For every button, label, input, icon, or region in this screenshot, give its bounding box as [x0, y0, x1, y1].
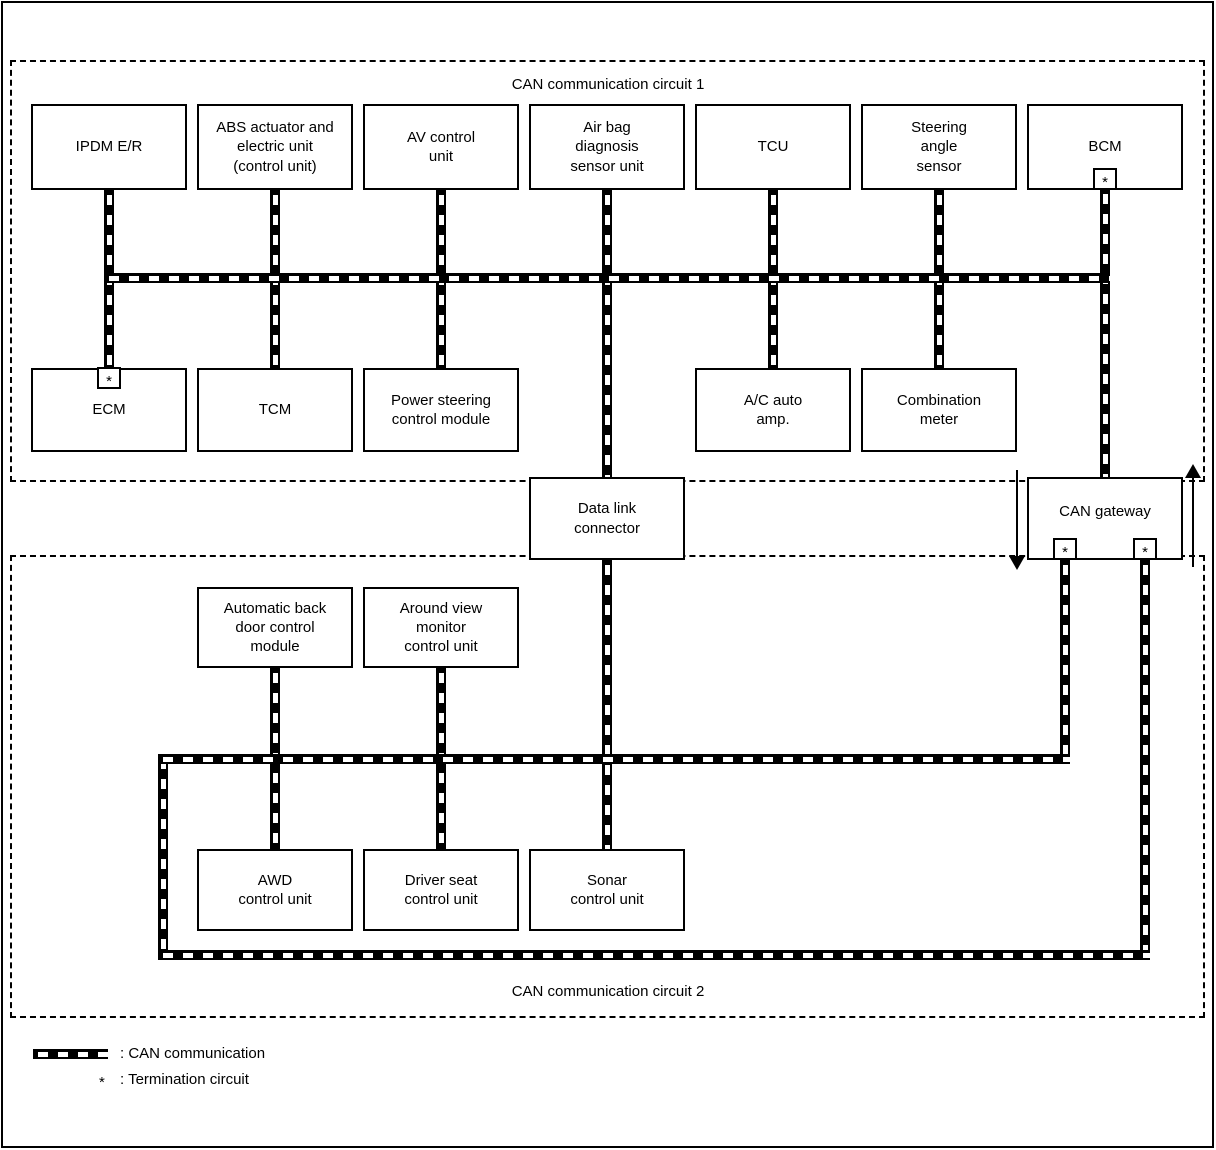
node-awd-control-unit: AWD control unit	[197, 849, 353, 931]
up-arrow-icon	[1185, 464, 1201, 478]
circuit1-title: CAN communication circuit 1	[511, 76, 705, 93]
gateway-down-arrow-stem	[1016, 470, 1018, 558]
node-label: Around view monitor control unit	[399, 599, 483, 656]
node-tcm: TCM	[197, 368, 353, 452]
node-label: AWD control unit	[238, 871, 312, 908]
node-data-link-connector: Data link connector	[529, 477, 685, 560]
node-power-steering-control-module: Power steering control module	[363, 368, 519, 452]
can-bus-circuit1	[104, 273, 1110, 283]
node-label: ECM	[92, 401, 126, 419]
node-ac-auto-amp: A/C auto amp.	[695, 368, 851, 452]
termination-marker-ecm: *	[97, 367, 121, 389]
node-label: TCU	[757, 138, 789, 156]
termination-marker-bcm: *	[1093, 168, 1117, 190]
circuit2-title: CAN communication circuit 2	[511, 983, 705, 1000]
node-label: CAN gateway	[1059, 502, 1151, 520]
gateway-up-arrow-stem	[1192, 477, 1194, 567]
node-label: TCM	[258, 401, 292, 419]
node-label: Automatic back door control module	[223, 599, 327, 656]
node-label: Steering angle sensor	[911, 119, 967, 175]
node-abs-actuator: ABS actuator and electric unit (control …	[197, 104, 353, 190]
can-line-circuit2-left	[158, 754, 168, 960]
legend-termination-label: : Termination circuit	[120, 1071, 249, 1088]
node-label: Combination meter	[896, 391, 982, 428]
can-bus-circuit2-upper	[158, 754, 1070, 764]
legend-can-swatch	[33, 1049, 108, 1059]
can-bus-circuit2-lower	[158, 950, 1150, 960]
node-av-control-unit: AV control unit	[363, 104, 519, 190]
node-tcu: TCU	[695, 104, 851, 190]
node-combination-meter: Combination meter	[861, 368, 1017, 452]
can-line-bcm-gateway	[1100, 189, 1110, 477]
node-label: AV control unit	[406, 128, 476, 165]
node-steering-angle-sensor: Steering angle sensor	[861, 104, 1017, 190]
down-arrow-icon	[1009, 556, 1025, 570]
can-line-gateway-right-branch	[1140, 560, 1150, 960]
node-label: Power steering control module	[390, 391, 492, 428]
can-line-gateway-left-branch	[1060, 560, 1070, 764]
node-label: Air bag diagnosis sensor unit	[570, 119, 644, 175]
node-driver-seat-control-unit: Driver seat control unit	[363, 849, 519, 931]
node-ipdm-er: IPDM E/R	[31, 104, 187, 190]
node-label: BCM	[1088, 138, 1122, 156]
node-sonar-control-unit: Sonar control unit	[529, 849, 685, 931]
node-around-view-monitor: Around view monitor control unit	[363, 587, 519, 668]
node-automatic-back-door-module: Automatic back door control module	[197, 587, 353, 668]
termination-marker-gateway-right: *	[1133, 538, 1157, 560]
can-line-datalink-sonar	[602, 560, 612, 849]
legend-can-label: : CAN communication	[120, 1045, 266, 1062]
node-label: Sonar control unit	[570, 871, 644, 908]
node-label: IPDM E/R	[75, 138, 143, 156]
node-can-gateway: CAN gateway	[1027, 477, 1183, 560]
legend-termination-star: *	[99, 1074, 105, 1091]
node-airbag-diagnosis-sensor: Air bag diagnosis sensor unit	[529, 104, 685, 190]
node-label: Data link connector	[574, 500, 640, 537]
node-label: A/C auto amp.	[743, 391, 803, 428]
termination-marker-gateway-left: *	[1053, 538, 1077, 560]
node-label: ABS actuator and electric unit (control …	[216, 119, 334, 175]
can-line-airbag-datalink	[602, 190, 612, 477]
node-label: Driver seat control unit	[404, 871, 478, 908]
